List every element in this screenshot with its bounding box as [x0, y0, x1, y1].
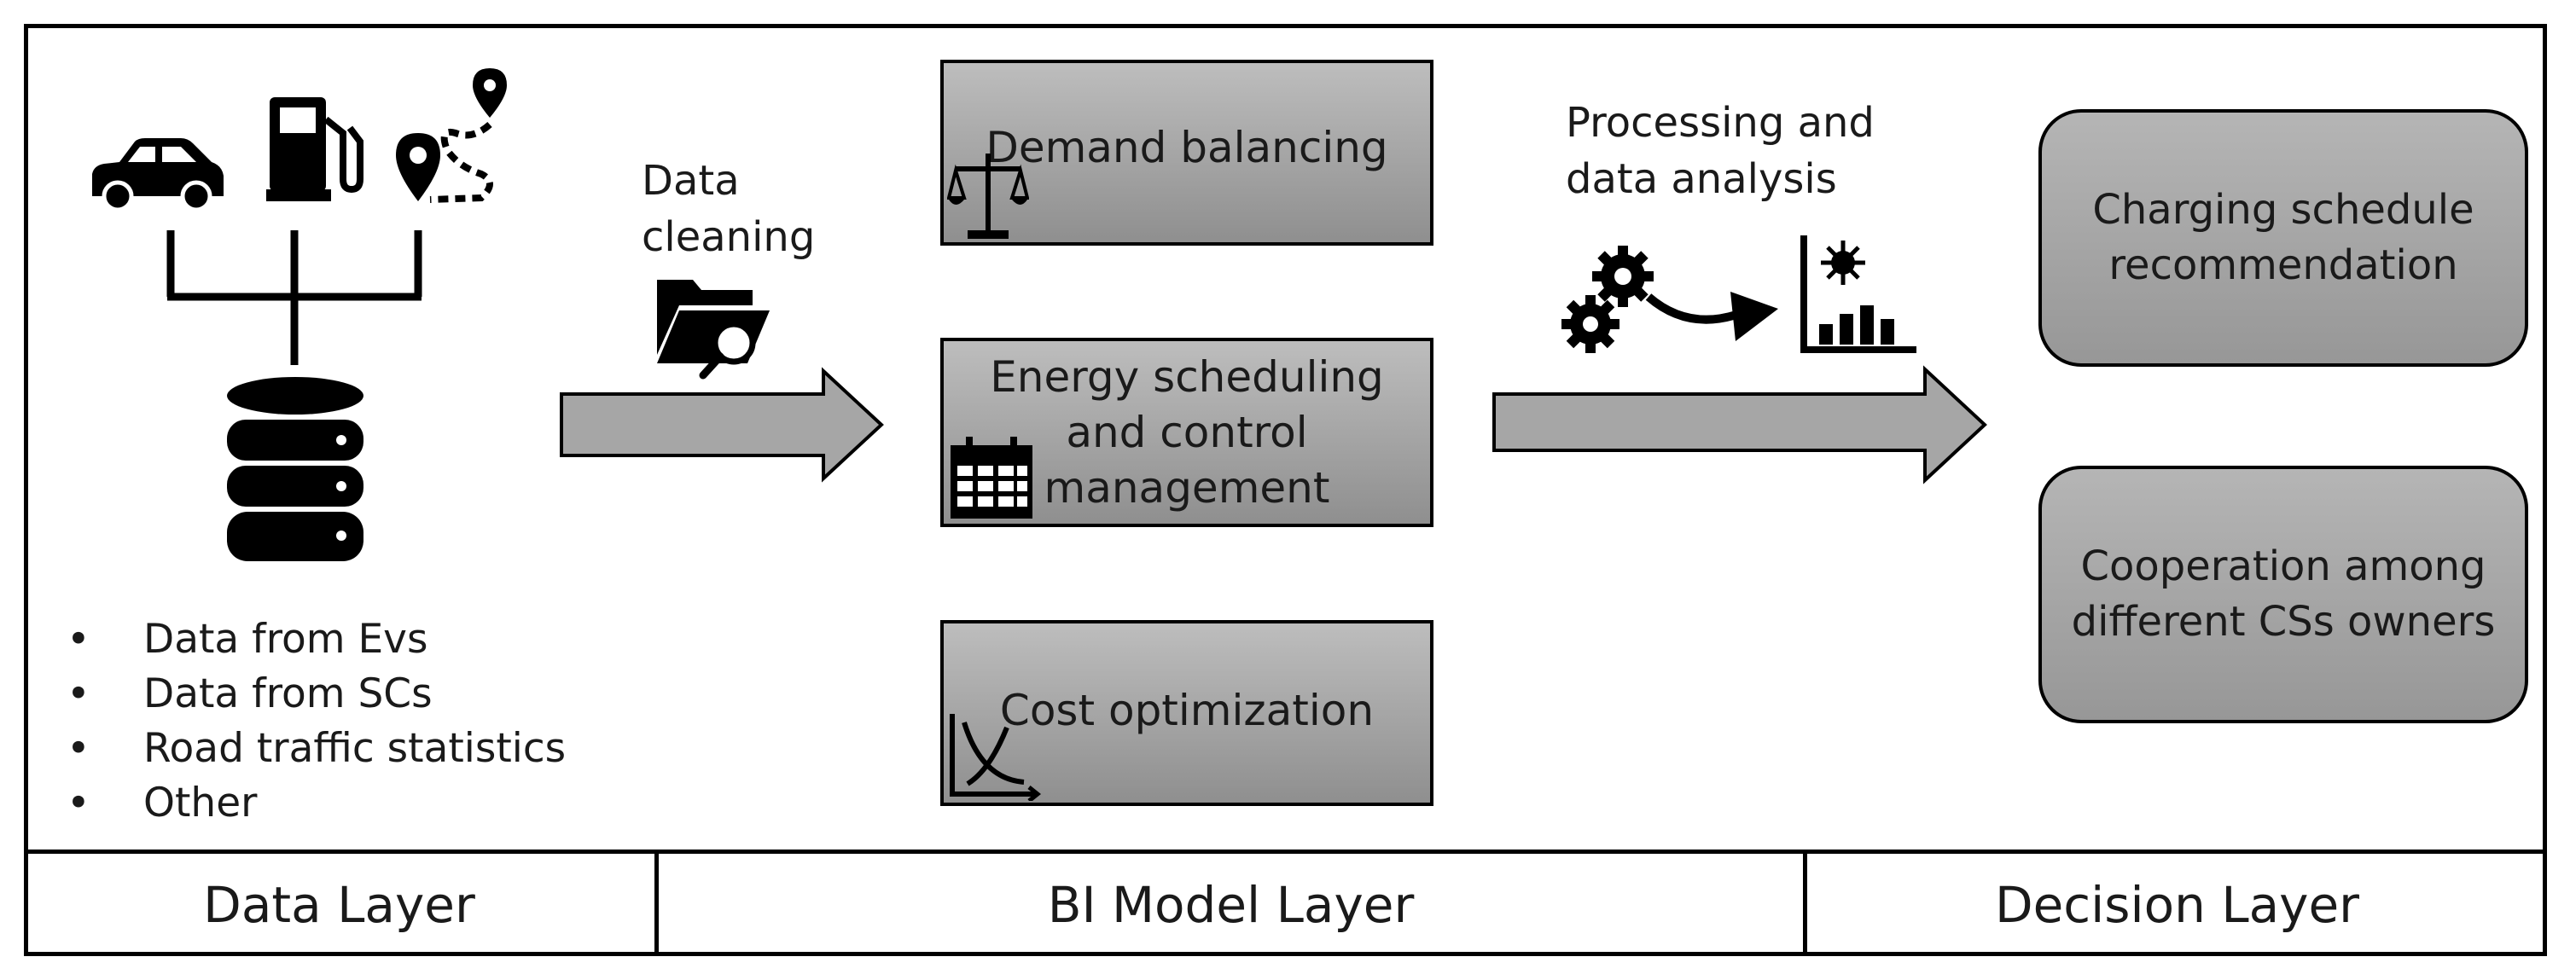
calendar-icon [951, 437, 1032, 519]
curved-arrow-icon [1645, 292, 1778, 341]
car-icon [92, 138, 224, 212]
fuel-pump-icon [266, 97, 363, 201]
gears-icon [1561, 246, 1654, 353]
list-item: •Road traffic statistics [67, 725, 567, 772]
cost-optimization-box: Cost optimization [940, 620, 1433, 806]
decision-layer-label: Decision Layer [1994, 876, 2360, 934]
layer-footer: Data Layer BI Model Layer Decision Layer [24, 850, 2547, 956]
analytics-chart-icon [1800, 235, 1916, 353]
energy-scheduling-box: Energy scheduling and control management [940, 338, 1433, 527]
cost-curve-icon [950, 714, 1041, 801]
map-route-icon [396, 68, 507, 203]
data-cleaning-label: Data cleaning [642, 157, 816, 261]
charging-schedule-box: Charging schedule recommendation [2038, 109, 2528, 367]
database-icon [227, 377, 363, 561]
list-item: •Data from SCs [67, 670, 433, 717]
bi-model-layer-label: BI Model Layer [659, 854, 1807, 956]
list-item: •Other [67, 780, 258, 826]
data-source-list: •Data from Evs •Data from SCs •Road traf… [67, 612, 566, 831]
diagram-frame [24, 24, 2547, 956]
flow-arrow-to-decision [1492, 365, 1987, 484]
processing-label: Processing and data analysis [1566, 99, 1875, 203]
flow-arrow-to-model [560, 367, 884, 483]
demand-balancing-box: Demand balancing [940, 60, 1433, 246]
data-layer-label: Data Layer [24, 854, 659, 956]
balance-scale-icon [947, 154, 1029, 239]
cooperation-box: Cooperation among different CSs owners [2038, 466, 2528, 723]
source-connector [166, 230, 422, 365]
list-item: •Data from Evs [67, 616, 428, 663]
folder-search-icon [657, 280, 770, 380]
